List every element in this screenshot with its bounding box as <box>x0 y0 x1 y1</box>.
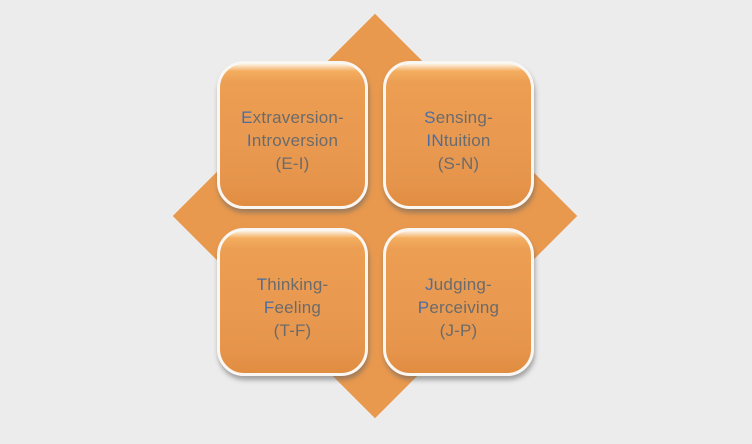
card-judging-perceiving: Judging-Perceiving(J-P) <box>383 228 534 376</box>
card-text-line: Feeling <box>257 296 329 319</box>
label-text: tuition <box>443 130 491 150</box>
card-judging-perceiving-label: Judging-Perceiving(J-P) <box>418 273 499 342</box>
card-text-line: Extraversion- <box>241 106 344 129</box>
label-text: (T-F) <box>273 320 312 340</box>
card-thinking-feeling: Thinking-Feeling(T-F) <box>217 228 368 376</box>
card-text-line: Sensing- <box>424 106 493 129</box>
card-text-line: (E-I) <box>241 152 344 175</box>
label-text: ensing- <box>435 107 493 127</box>
key-letter: P <box>417 297 430 317</box>
key-letter: T <box>256 274 268 294</box>
card-text-line: Introversion <box>241 129 344 152</box>
label-text: xtraversion- <box>252 107 344 127</box>
card-extraversion-introversion: Extraversion-Introversion(E-I) <box>217 61 368 209</box>
card-text-line: (T-F) <box>257 319 329 342</box>
key-letter: F <box>263 297 275 317</box>
key-letter: S <box>424 107 436 127</box>
card-text-line: INtuition <box>424 129 493 152</box>
key-letter: E <box>241 107 253 127</box>
card-text-line: Judging- <box>418 273 499 296</box>
key-letter: I <box>246 130 252 150</box>
label-text: ntroversion <box>251 130 339 150</box>
card-text-line: Thinking- <box>257 273 329 296</box>
card-thinking-feeling-label: Thinking-Feeling(T-F) <box>257 273 329 342</box>
card-text-line: (S-N) <box>424 152 493 175</box>
label-text: hinking- <box>267 274 329 294</box>
label-text: (J-P) <box>439 320 478 340</box>
key-letter: J <box>425 274 434 294</box>
card-text-line: (J-P) <box>418 319 499 342</box>
label-text: (S-N) <box>437 153 480 173</box>
label-text: udging- <box>433 274 492 294</box>
card-text-line: Perceiving <box>418 296 499 319</box>
key-letter: IN <box>426 130 444 150</box>
card-sensing-intuition: Sensing-INtuition(S-N) <box>383 61 534 209</box>
card-extraversion-introversion-label: Extraversion-Introversion(E-I) <box>241 106 344 175</box>
card-sensing-intuition-label: Sensing-INtuition(S-N) <box>424 106 493 175</box>
label-text: (E-I) <box>275 153 310 173</box>
label-text: erceiving <box>429 297 500 317</box>
label-text: eeling <box>274 297 322 317</box>
